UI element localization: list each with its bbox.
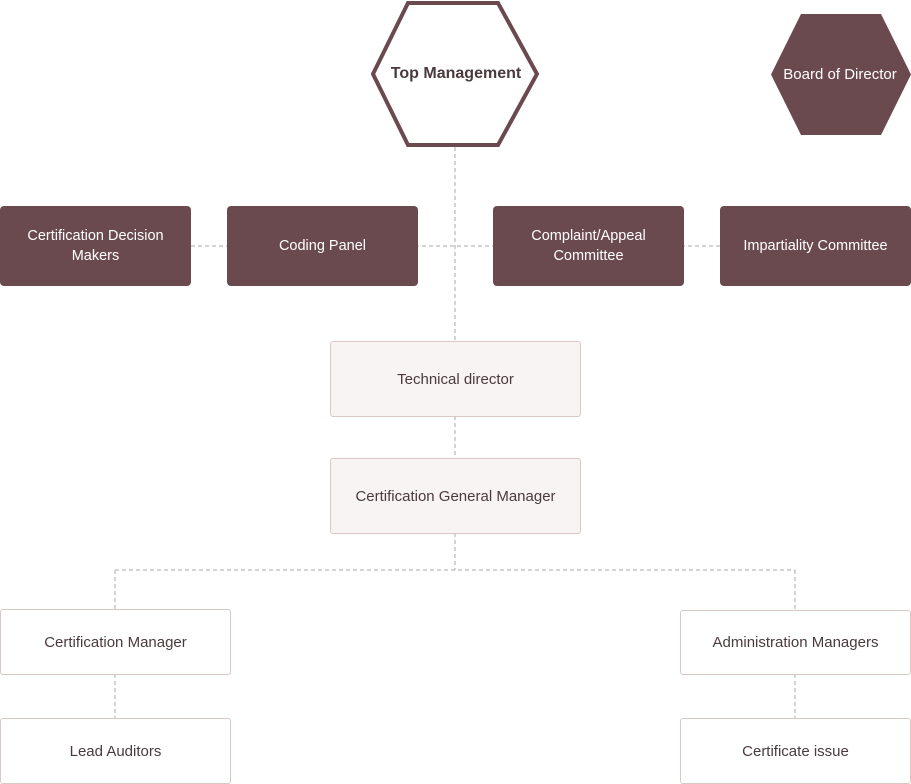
complaint-appeal-line1: Complaint/Appeal xyxy=(531,227,646,244)
administration-managers-node: Administration Managers xyxy=(680,610,911,675)
top-management-node: Top Management xyxy=(371,1,541,147)
certification-general-manager-node: Certification General Manager xyxy=(330,458,581,534)
board-of-director-node: Board of Director xyxy=(771,14,911,135)
top-management-label: Top Management xyxy=(371,1,541,147)
coding-panel-node: Coding Panel xyxy=(227,206,418,286)
board-label-line1: Board of xyxy=(783,66,841,83)
certification-general-manager-label: Certification General Manager xyxy=(355,487,556,505)
impartiality-committee-label: Impartiality Committee xyxy=(743,237,888,254)
certification-manager-node: Certification Manager xyxy=(0,609,231,675)
certificate-issue-label: Certificate issue xyxy=(742,742,849,760)
board-of-director-label: Board of Director xyxy=(771,14,909,135)
top-management-label-line1: Top xyxy=(390,64,419,82)
certification-decision-makers-line1: Certification Decision xyxy=(27,227,164,244)
certification-decision-makers-line2: Makers xyxy=(71,248,120,264)
certificate-issue-node: Certificate issue xyxy=(680,718,911,784)
technical-director-node: Technical director xyxy=(330,341,581,417)
administration-managers-label: Administration Managers xyxy=(712,634,879,651)
complaint-appeal-line2: Committee xyxy=(553,248,624,264)
complaint-appeal-committee-node: Complaint/Appeal Committee xyxy=(493,206,684,286)
board-label-line2: Director xyxy=(844,66,897,83)
coding-panel-label: Coding Panel xyxy=(278,237,367,254)
hexagon-filled-shape xyxy=(771,14,911,135)
certification-manager-label: Certification Manager xyxy=(44,633,187,651)
lead-auditors-label: Lead Auditors xyxy=(69,742,162,760)
certification-decision-makers-node: Certification Decision Makers xyxy=(0,206,191,286)
lead-auditors-node: Lead Auditors xyxy=(0,718,231,784)
hexagon-outline-shape xyxy=(371,1,540,147)
top-management-label-line2: Management xyxy=(423,64,522,82)
impartiality-committee-node: Impartiality Committee xyxy=(720,206,911,286)
technical-director-label: Technical director xyxy=(397,370,514,388)
